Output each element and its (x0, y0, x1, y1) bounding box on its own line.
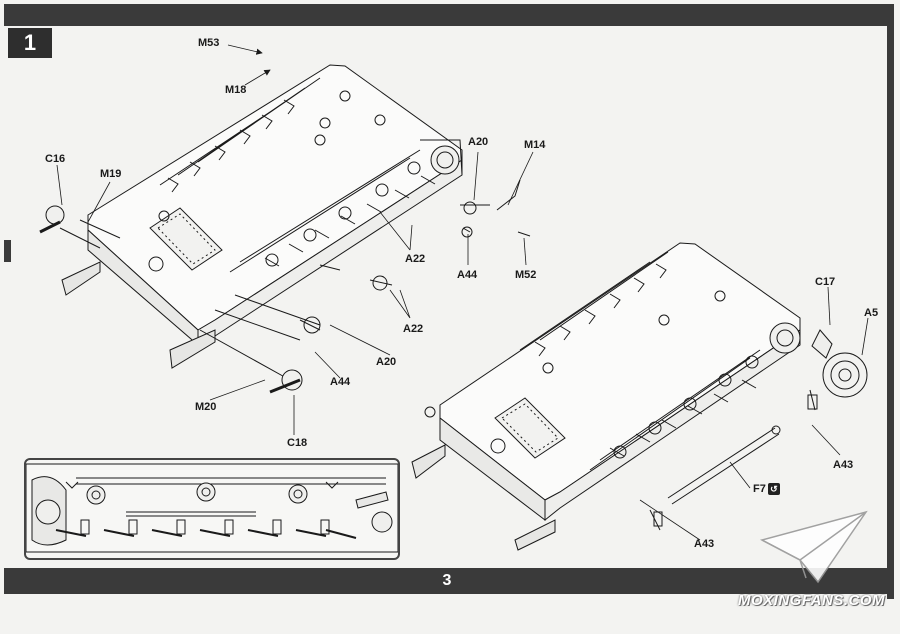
part-label-a22-upper: A22 (405, 253, 426, 265)
step-number-box: 1 (8, 28, 52, 58)
part-label-m20: M20 (195, 401, 217, 413)
part-label-m52: M52 (515, 269, 537, 281)
left-hull-drawing (39, 64, 531, 394)
part-label-c16: C16 (45, 153, 66, 165)
part-label-m53: M53 (198, 37, 220, 49)
part-label-a44-top: A44 (457, 269, 478, 281)
f7-text: F7 (753, 483, 766, 495)
left-leader-lines (56, 44, 534, 435)
part-label-a44-mid: A44 (330, 376, 351, 388)
part-label-a22-lower: A22 (403, 323, 424, 335)
watermark-text: MOXINGFANS.COM (738, 592, 886, 609)
part-label-a43-right: A43 (833, 459, 854, 471)
part-label-c18: C18 (287, 437, 308, 449)
right-edge-bar (887, 4, 894, 599)
top-bar (4, 4, 890, 26)
part-label-a5: A5 (864, 307, 879, 319)
side-tick-mark (4, 240, 11, 262)
part-label-f7: F7↺ (753, 483, 780, 496)
part-label-a43-bottom: A43 (694, 538, 715, 550)
part-label-a20-mid: A20 (376, 356, 397, 368)
detail-inset (24, 458, 400, 560)
sprue-part-icon: ↺ (767, 483, 780, 496)
right-hull-drawing (411, 242, 868, 551)
right-leader-lines (639, 286, 869, 541)
page-number: 3 (442, 572, 452, 589)
part-label-m18: M18 (225, 84, 247, 96)
page-footer-bar: 3 (4, 568, 890, 594)
part-label-m19: M19 (100, 168, 122, 180)
part-label-m14: M14 (524, 139, 546, 151)
part-label-a20-top: A20 (468, 136, 489, 148)
part-label-c17: C17 (815, 276, 836, 288)
inset-drawing (26, 463, 398, 553)
